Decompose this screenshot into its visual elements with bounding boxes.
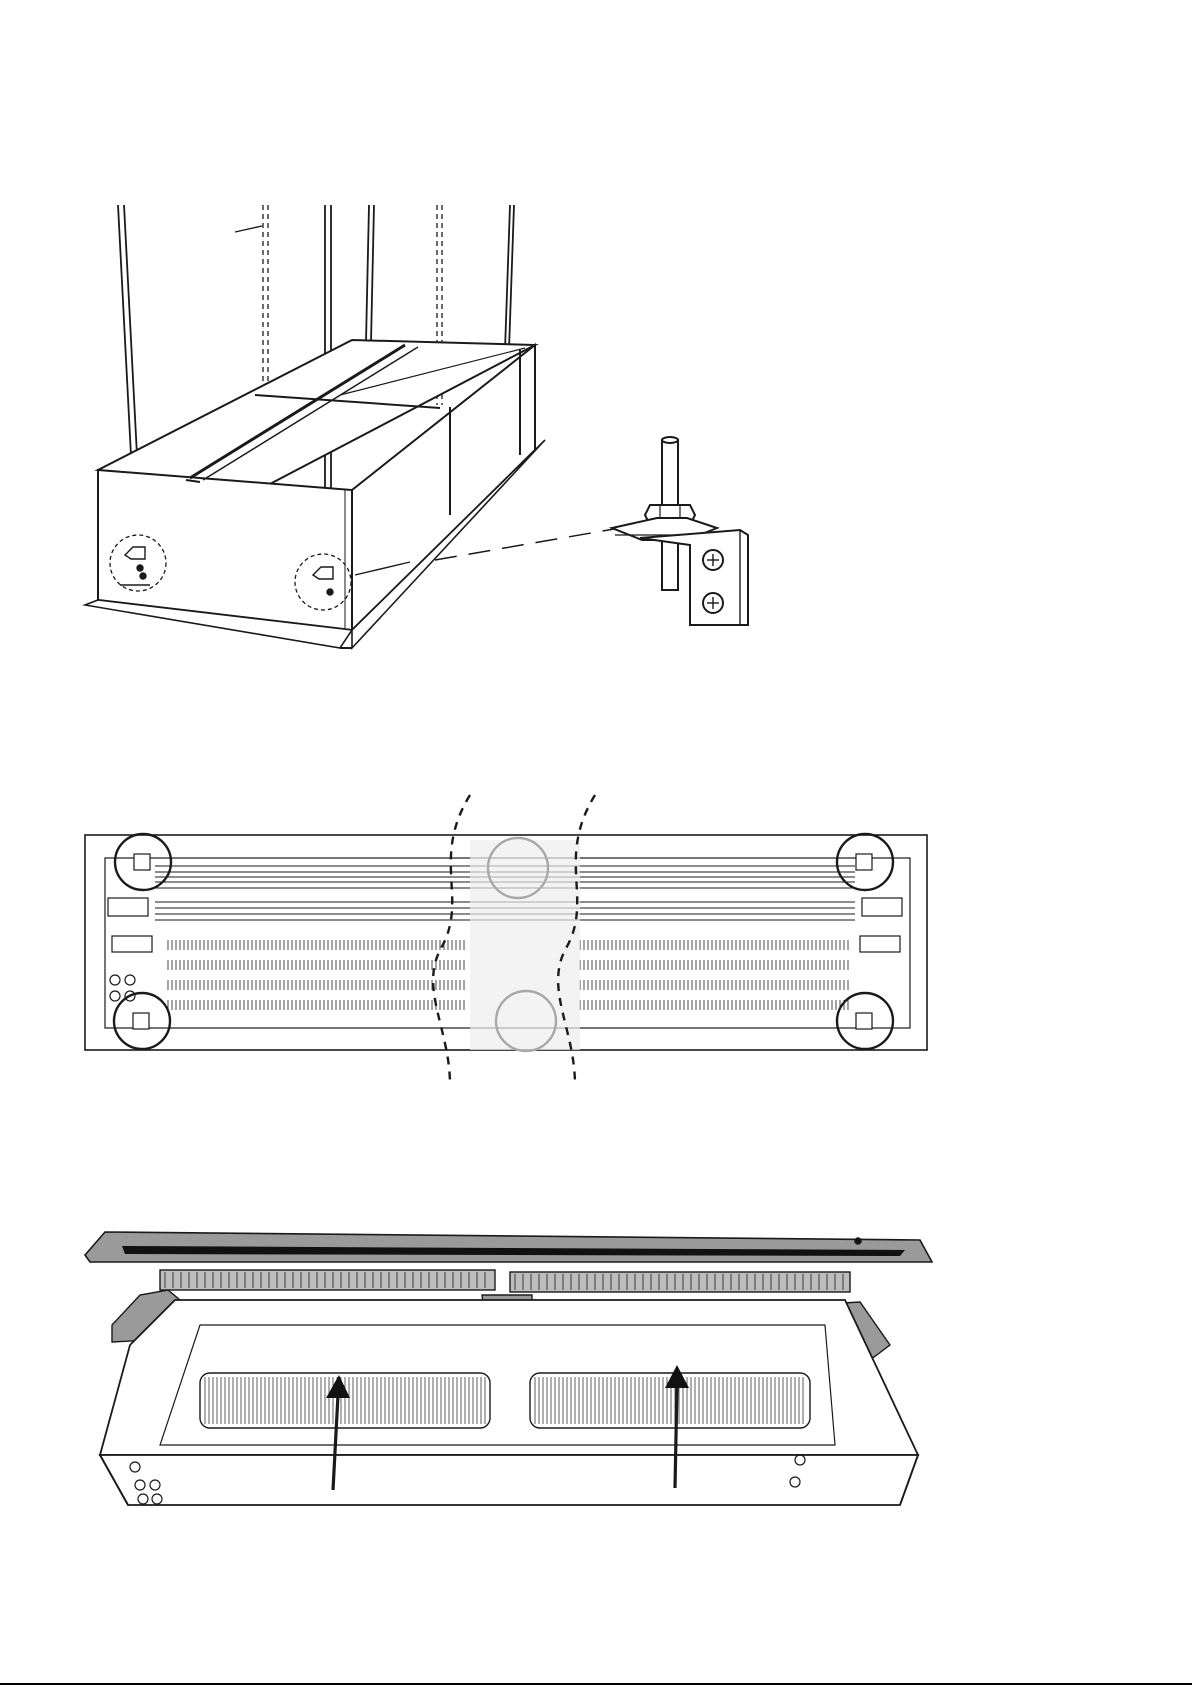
mounting-bracket <box>612 437 748 625</box>
installation-diagram <box>0 0 1192 680</box>
detail-callout-dash <box>435 528 620 560</box>
unit-body <box>85 340 545 648</box>
break-region <box>433 795 595 1085</box>
leader-line-rod <box>235 226 262 232</box>
screw <box>703 550 723 570</box>
plan-view-diagram <box>0 760 1192 1090</box>
exploded-view-diagram <box>0 1210 1192 1540</box>
screw <box>703 593 723 613</box>
cover-plate <box>85 1232 932 1262</box>
grille-right <box>510 1272 850 1292</box>
